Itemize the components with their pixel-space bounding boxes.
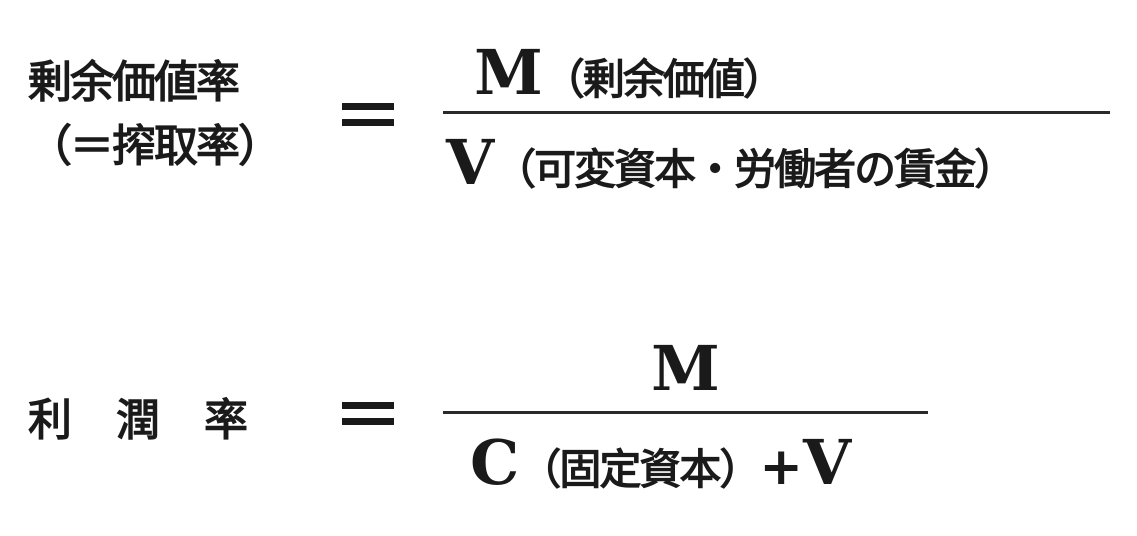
numerator-symbol: M (651, 332, 720, 405)
denominator-symbol-v: V (802, 426, 852, 499)
denominator: V （可変資本・労働者の賃金） (446, 126, 1016, 199)
lhs-char: 潤 (116, 395, 160, 446)
denominator-label-c: （固定資本） (519, 445, 761, 494)
denominator-symbol: V (446, 126, 495, 199)
numerator-symbol: M (474, 36, 543, 109)
lhs-title: 利潤率 (28, 384, 292, 448)
lhs-subtitle: （＝搾取率） (28, 121, 282, 172)
numerator: M (443, 336, 928, 402)
numerator-label: （剰余価値） (542, 55, 785, 104)
lhs-title: 剰余価値率 (28, 57, 240, 108)
plus-sign: + (759, 437, 803, 497)
denominator-label: （可変資本・労働者の賃金） (494, 145, 1016, 194)
lhs-char: 率 (204, 395, 248, 446)
fraction-bar (443, 111, 1110, 114)
denominator: C （固定資本） + V (470, 430, 851, 500)
numerator: M （剰余価値） (0, 40, 1137, 107)
denominator-symbol-c: C (470, 426, 520, 499)
fraction-bar (443, 411, 928, 414)
equals-sign (342, 402, 394, 434)
lhs-char: 利 (28, 395, 72, 446)
equals-sign (342, 103, 394, 135)
